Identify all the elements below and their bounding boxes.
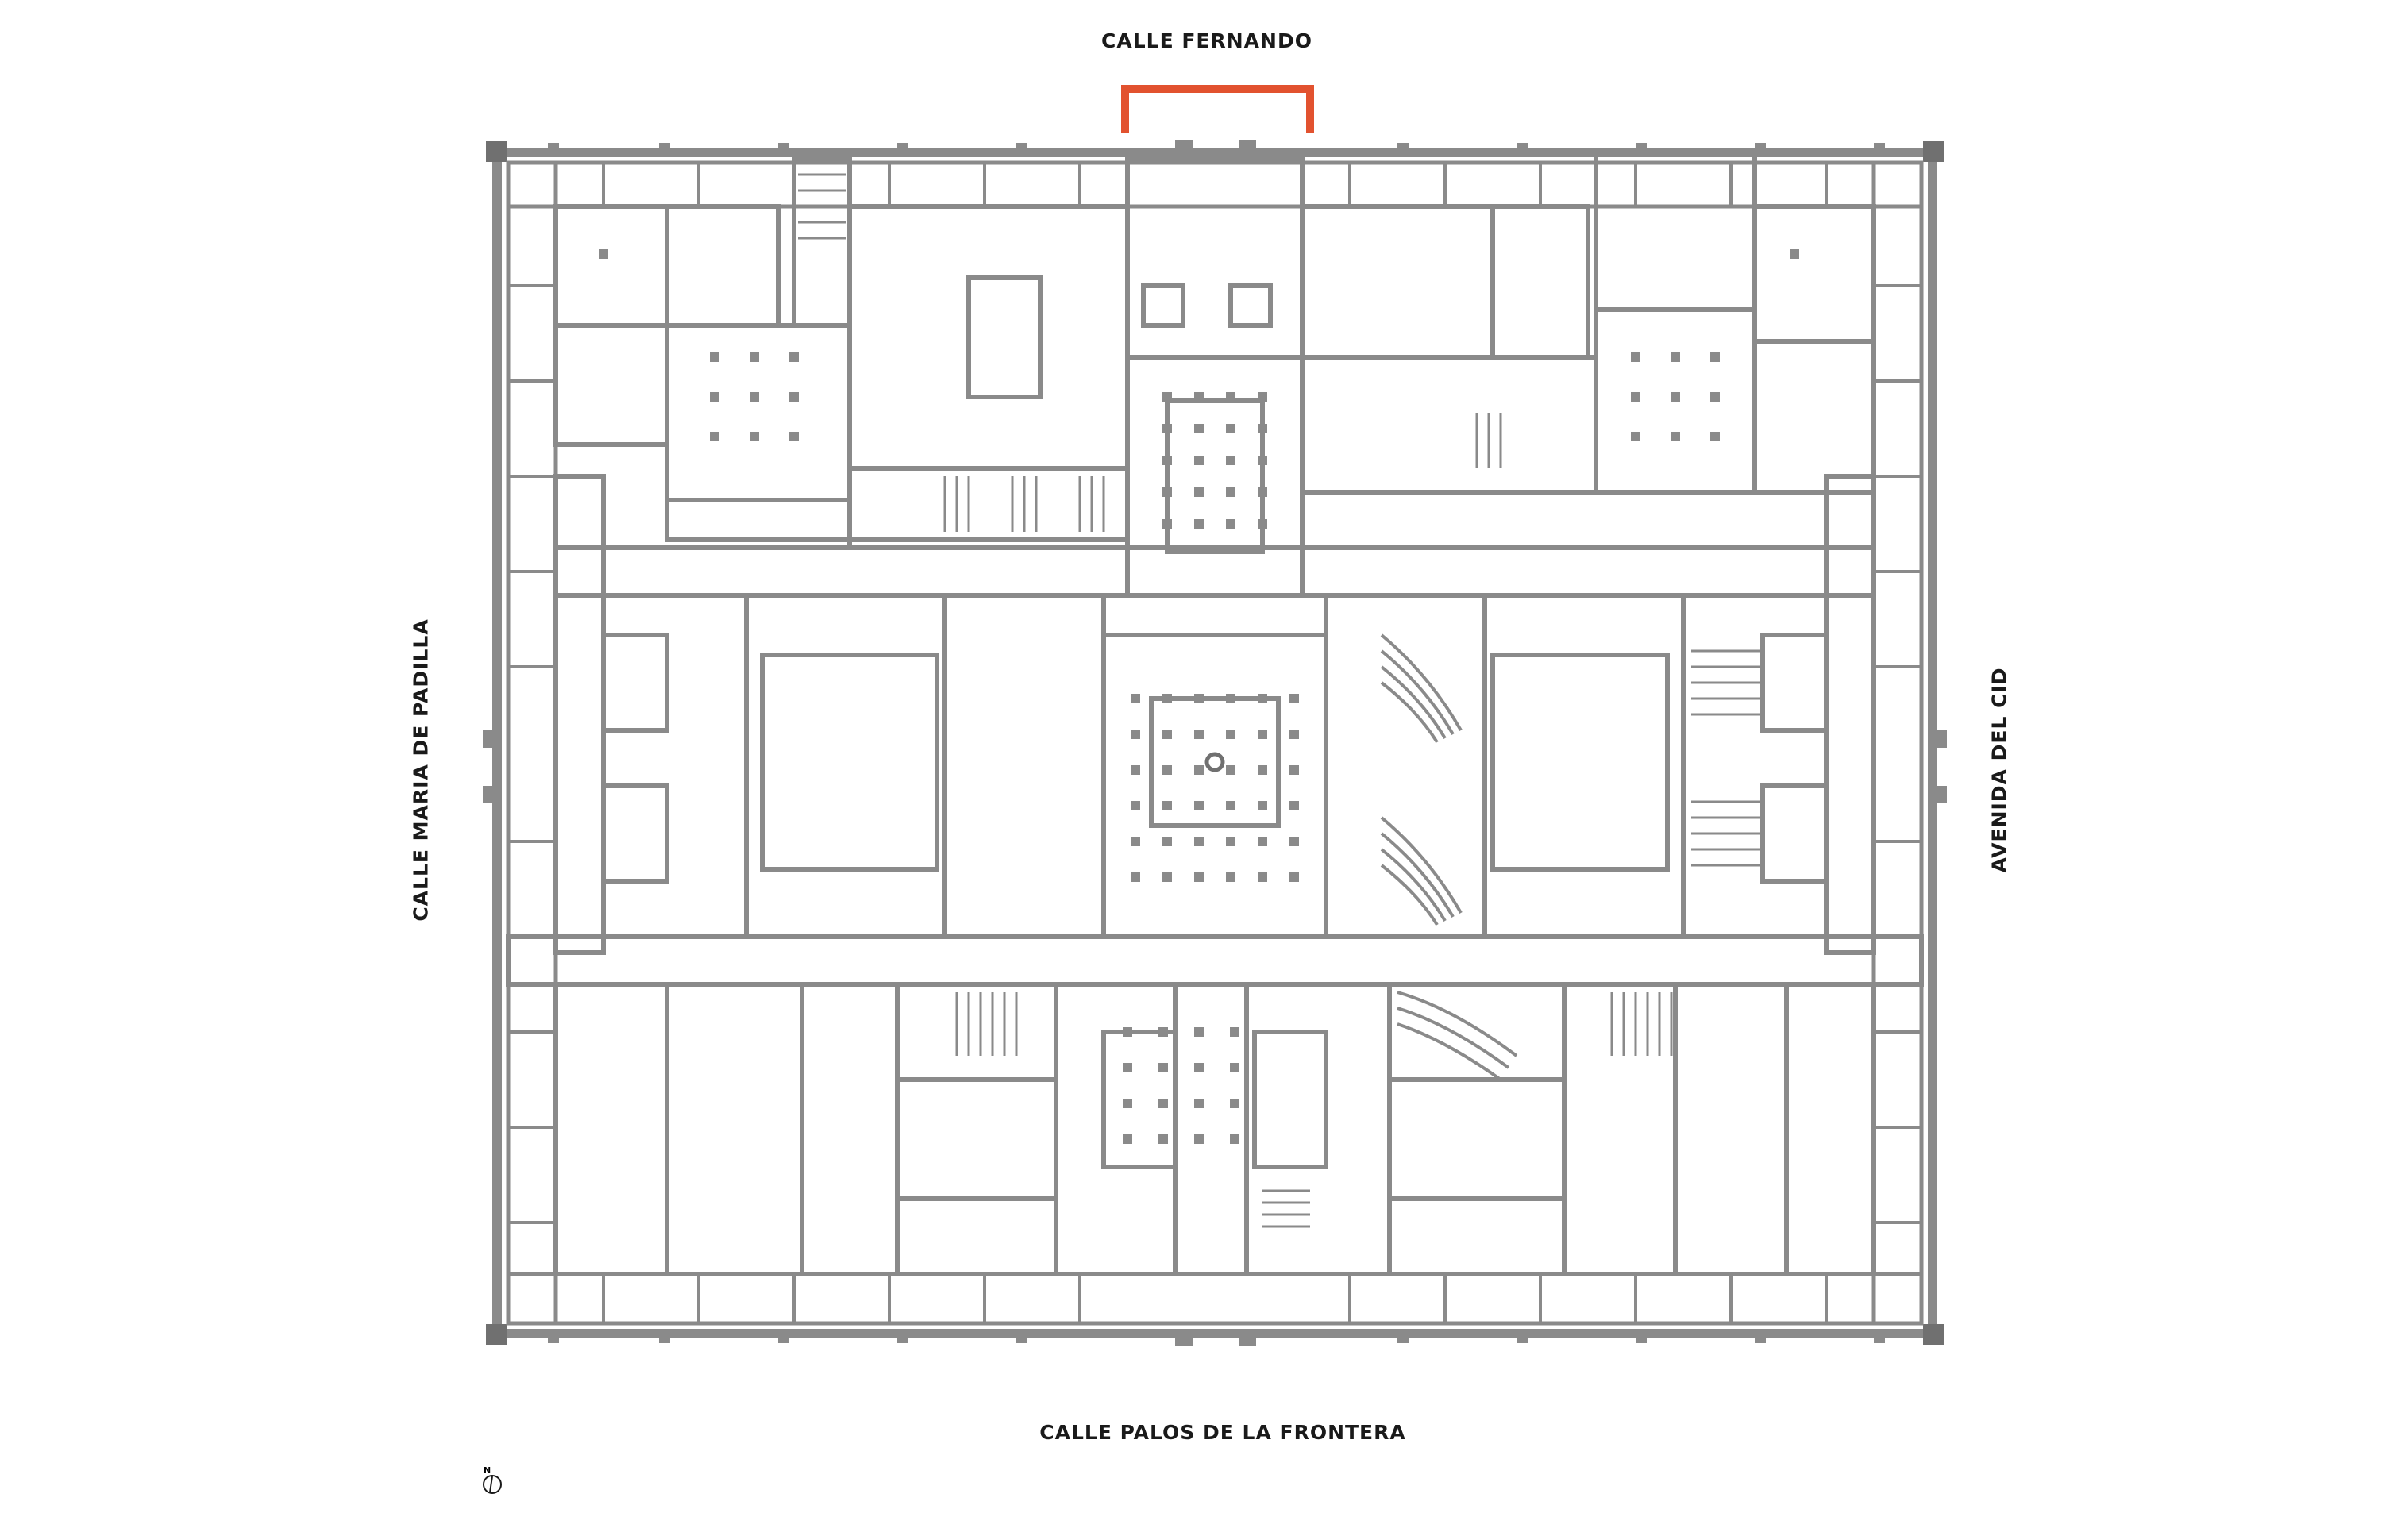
south-east-wing — [1244, 982, 1876, 1276]
central-court-columns — [1131, 694, 1299, 882]
entrance-marker — [1121, 85, 1314, 133]
north-arrow-letter: N — [484, 1465, 491, 1476]
north-east-room-columns — [1790, 249, 1799, 259]
street-label-south: CALLE PALOS DE LA FRONTERA — [1039, 1421, 1406, 1444]
north-east-stairs — [1475, 413, 1502, 468]
south-court-columns — [1123, 1027, 1239, 1144]
south-stair — [1262, 1189, 1310, 1228]
central-fountain — [1204, 752, 1225, 772]
stepped-seating — [955, 649, 1763, 1056]
west-wing-columns — [710, 352, 799, 441]
north-court-columns — [1162, 392, 1267, 529]
street-label-north: CALLE FERNANDO — [1101, 29, 1312, 52]
south-west-wing — [553, 982, 1178, 1276]
west-court — [601, 593, 1106, 939]
north-arrow-icon — [483, 1475, 502, 1494]
east-wing-columns — [1631, 352, 1720, 441]
corner-bastions — [486, 141, 1944, 1345]
north-west-room-columns — [599, 249, 608, 259]
building-interior — [502, 157, 1928, 1329]
facade-buttresses — [483, 140, 1947, 1346]
north-west-stairs — [798, 173, 1105, 532]
auditoriums — [1380, 633, 1518, 1081]
east-court — [1324, 593, 1829, 939]
